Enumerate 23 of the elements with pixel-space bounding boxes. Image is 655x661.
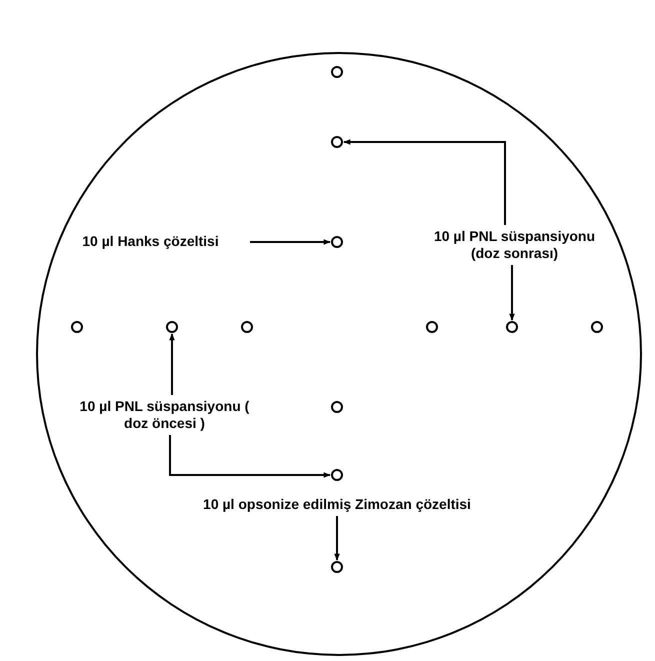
- solution-label: 10 µl opsonize edilmiş Zimozan çözeltisi: [122, 496, 552, 513]
- arrow: [509, 265, 515, 321]
- well: [426, 321, 438, 333]
- well: [331, 66, 343, 78]
- well: [331, 401, 343, 413]
- arrow: [334, 516, 340, 561]
- arrow: [169, 333, 175, 395]
- well: [331, 136, 343, 148]
- well: [506, 321, 518, 333]
- well: [331, 236, 343, 248]
- well: [591, 321, 603, 333]
- solution-label: 10 µl PNL süspansiyonu ( doz öncesi ): [72, 398, 257, 432]
- well: [71, 321, 83, 333]
- well: [241, 321, 253, 333]
- arrow: [169, 435, 331, 478]
- petri-dish: [36, 52, 642, 656]
- solution-label: 10 µl Hanks çözeltisi: [58, 233, 243, 250]
- well: [331, 469, 343, 481]
- solution-label: 10 µl PNL süspansiyonu (doz sonrası): [422, 228, 607, 262]
- arrow: [343, 139, 506, 225]
- arrow: [250, 239, 331, 245]
- well: [166, 321, 178, 333]
- well: [331, 561, 343, 573]
